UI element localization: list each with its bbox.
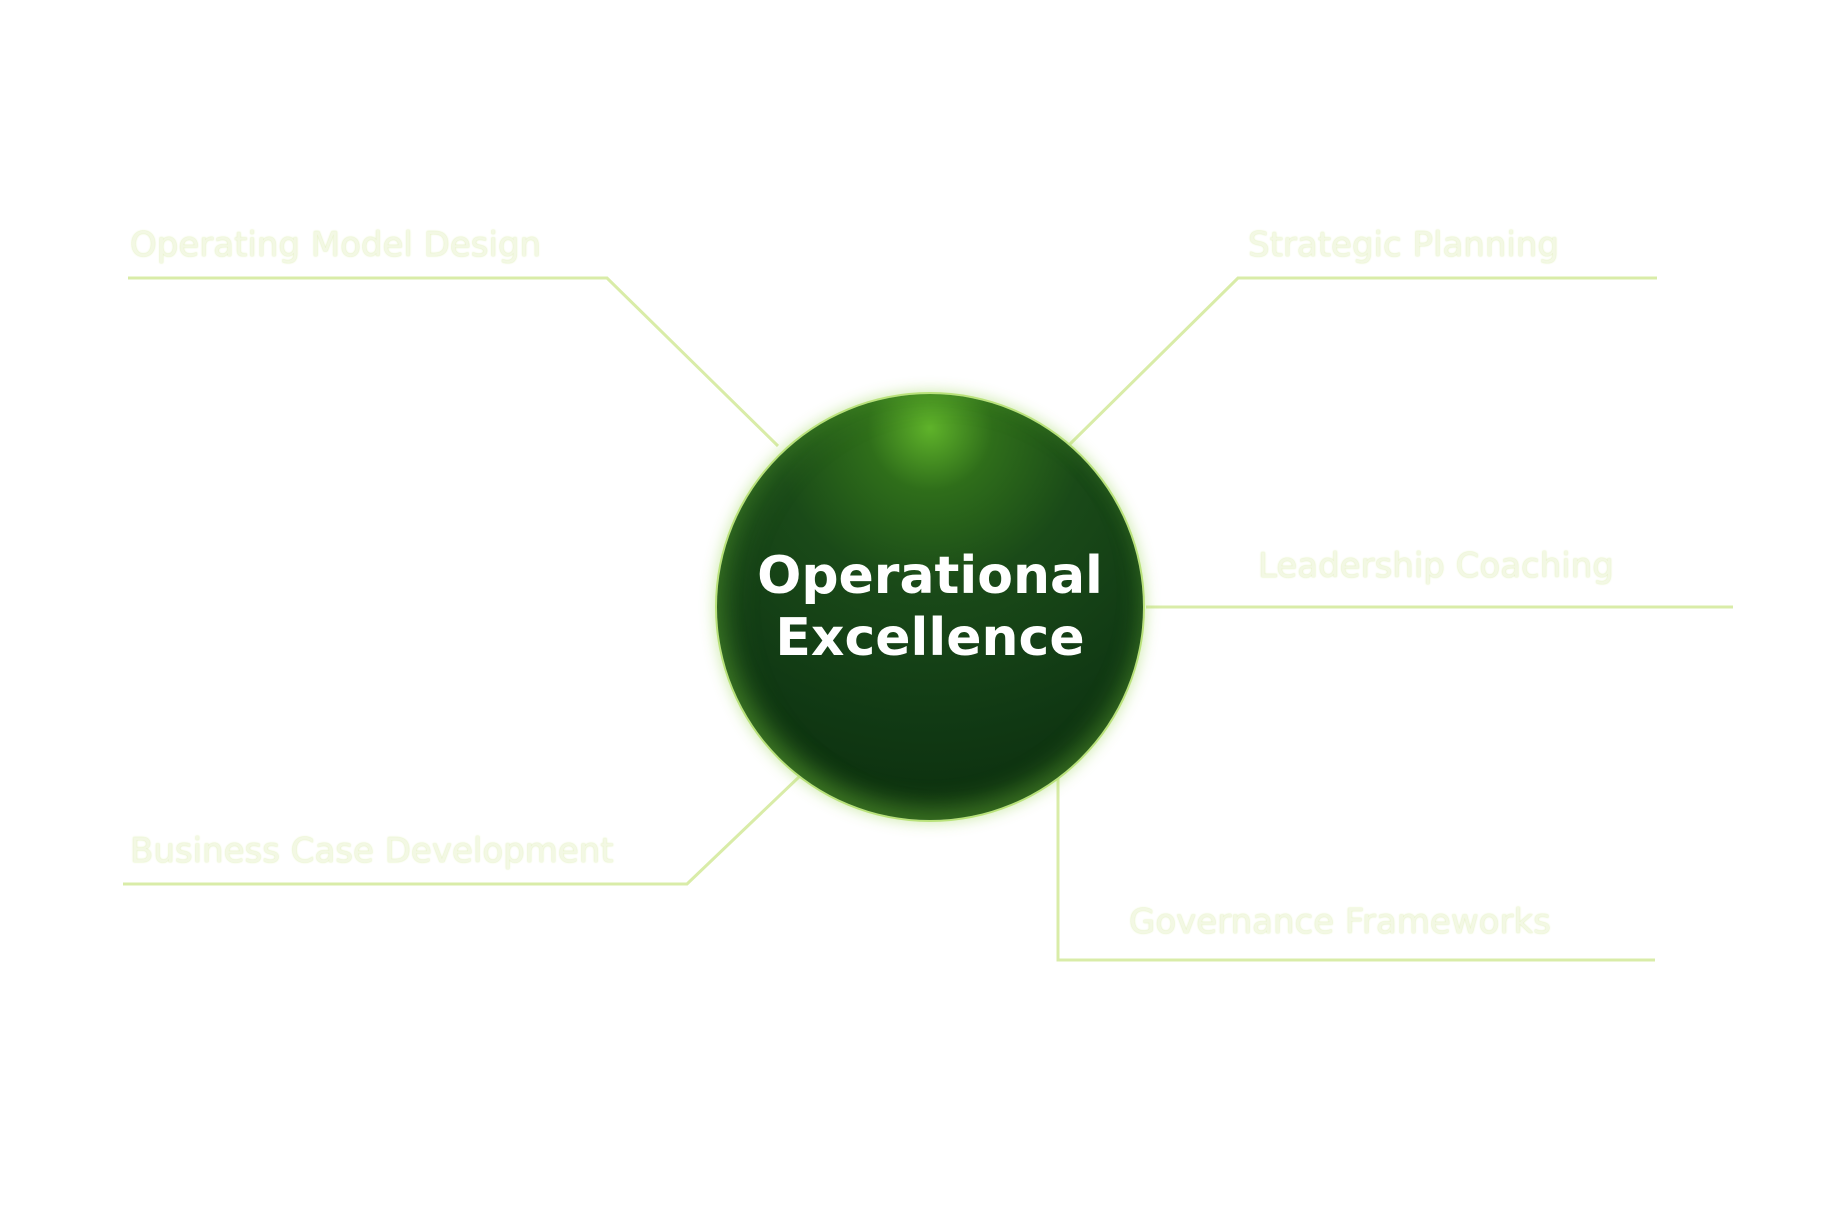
branch-business-case-development[interactable]: Business Case Development — [130, 831, 614, 871]
connector-operating-model-design — [128, 276, 780, 448]
central-topic-line-1: Operational — [757, 546, 1103, 606]
connector-strategic-planning — [1068, 276, 1657, 446]
branch-strategic-planning[interactable]: Strategic Planning — [1248, 225, 1559, 265]
branch-governance-frameworks[interactable]: Governance Frameworks — [1129, 902, 1551, 942]
connector-governance-frameworks — [1056, 774, 1655, 962]
central-topic-line-2: Excellence — [775, 608, 1085, 668]
branch-operating-model-design[interactable]: Operating Model Design — [130, 225, 542, 265]
central-topic-node[interactable]: Operational Excellence — [717, 394, 1143, 820]
connector-business-case-development — [123, 774, 802, 886]
branch-leadership-coaching[interactable]: Leadership Coaching — [1258, 546, 1614, 586]
central-topic-title: Operational Excellence — [757, 545, 1103, 669]
